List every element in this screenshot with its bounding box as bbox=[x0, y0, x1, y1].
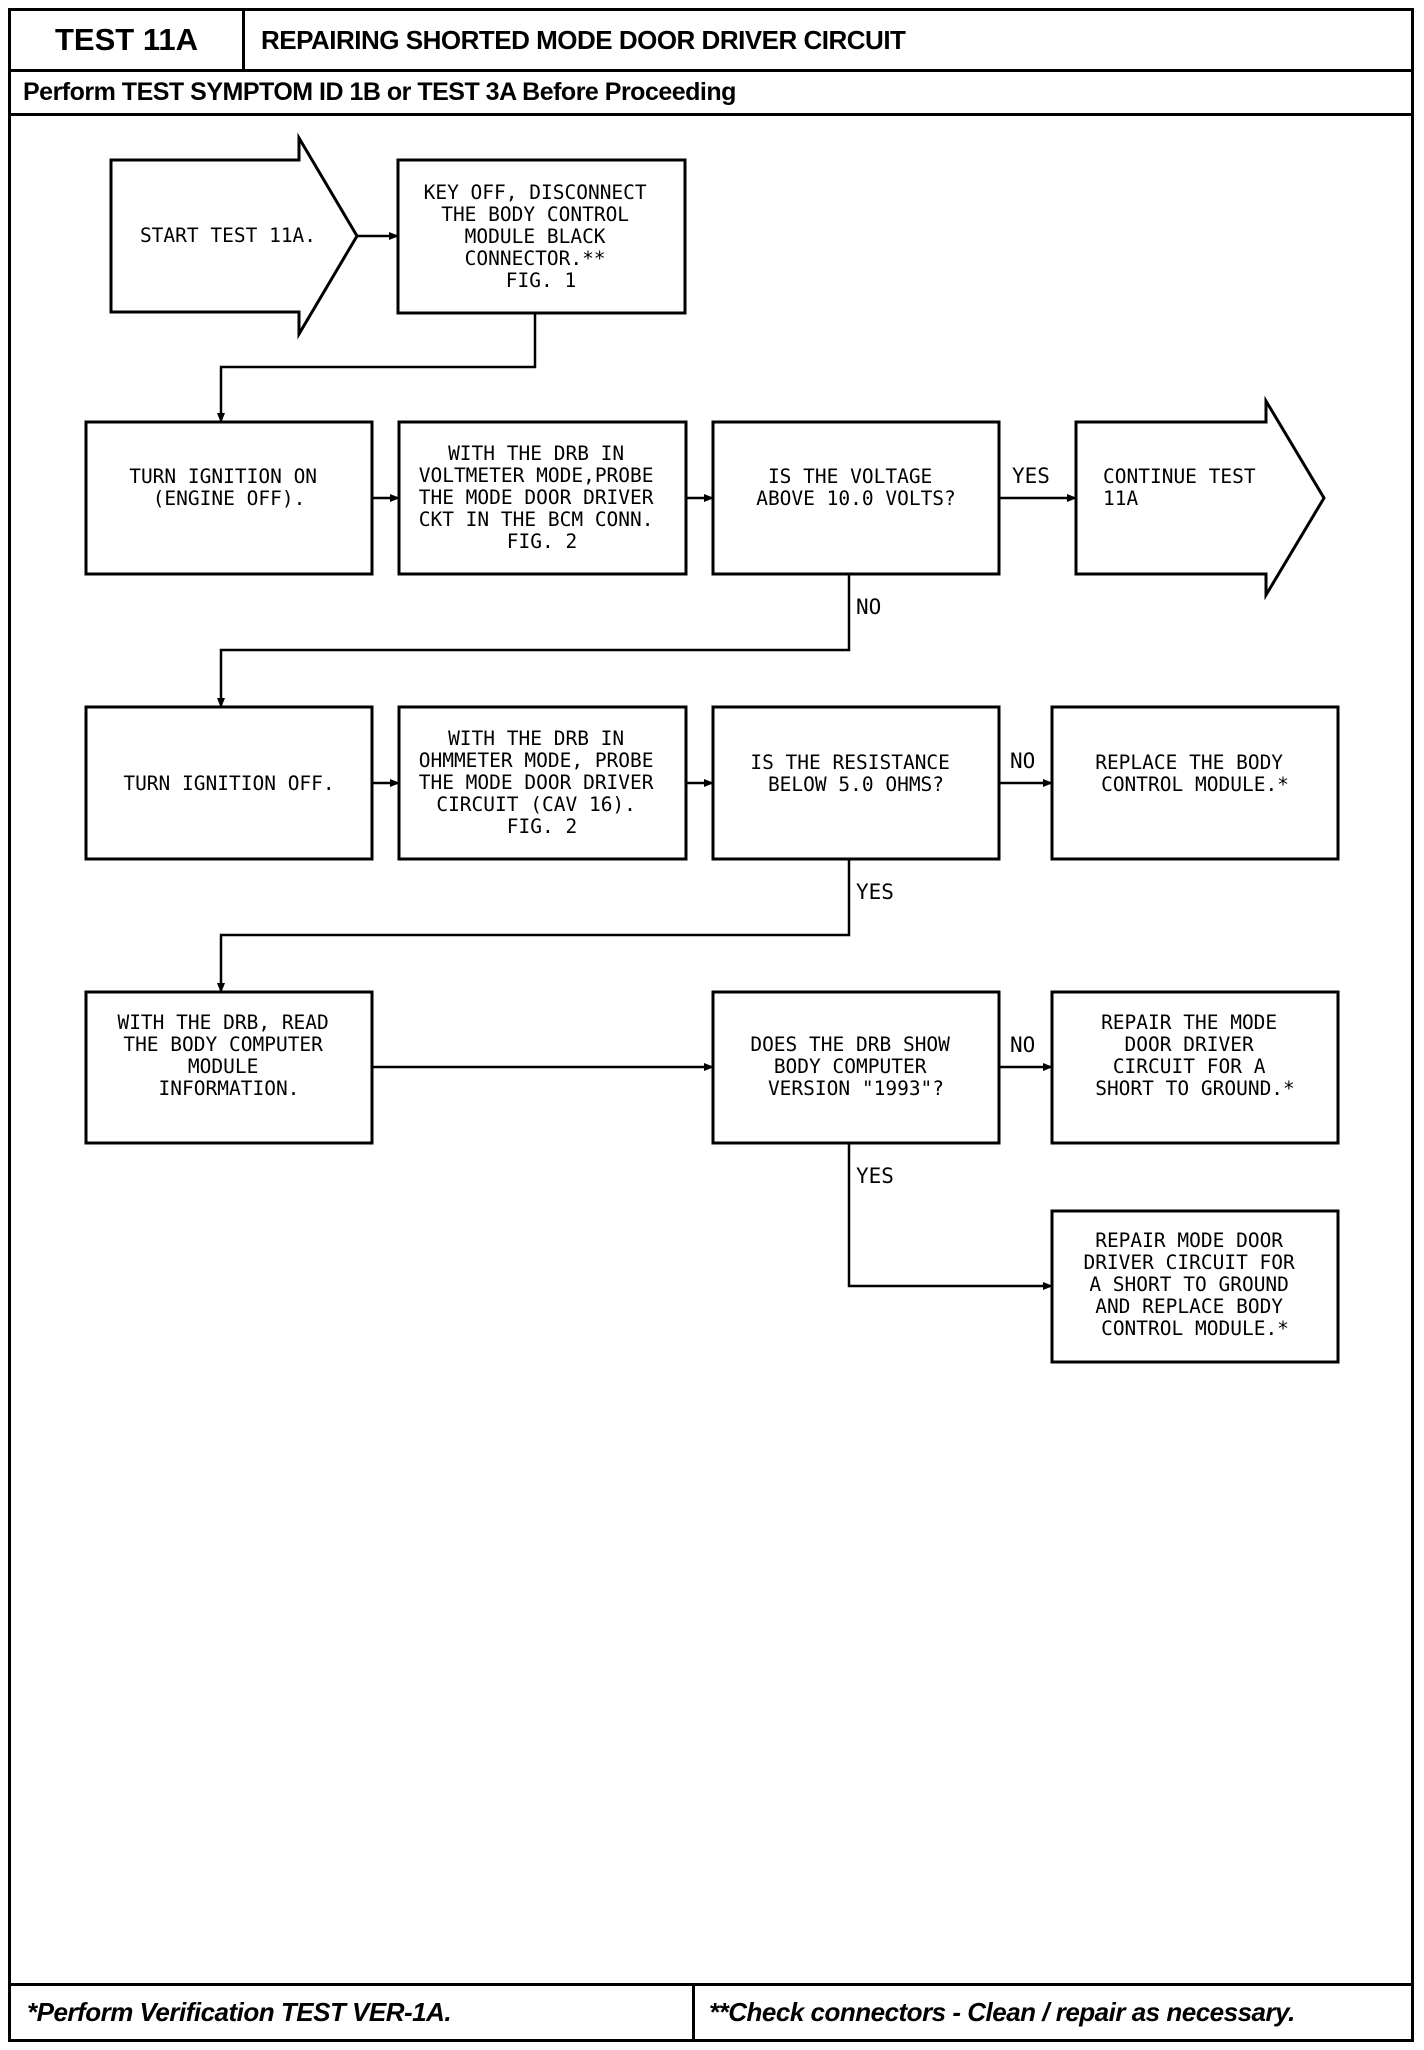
replace-bcm-text: REPLACE THE BODY CONTROL MODULE.* bbox=[1095, 751, 1295, 796]
step-voltmeter-text: WITH THE DRB IN VOLTMETER MODE,PROBE THE… bbox=[419, 442, 666, 553]
connectors bbox=[217, 232, 1077, 1290]
decision-voltage-box bbox=[711, 420, 1001, 576]
step-disconnect-text: KEY OFF, DISCONNECT THE BODY CONTROL MOD… bbox=[424, 181, 659, 292]
decision-version-box bbox=[711, 990, 1001, 1145]
prerequisite-note: Perform TEST SYMPTOM ID 1B or TEST 3A Be… bbox=[11, 72, 1411, 116]
decision-voltage-text: IS THE VOLTAGE ABOVE 10.0 VOLTS? bbox=[756, 465, 956, 510]
step-ign-off-text: TURN IGNITION OFF. bbox=[123, 772, 334, 795]
continue-text: CONTINUE TEST 11A bbox=[1103, 465, 1267, 510]
step-ohmmeter-text: WITH THE DRB IN OHMMETER MODE, PROBE THE… bbox=[419, 727, 666, 838]
step-disconnect-box bbox=[396, 158, 687, 315]
arrow-resistance-yes bbox=[217, 859, 851, 993]
step-ohmmeter-box bbox=[397, 705, 688, 861]
repair-short-box bbox=[1050, 990, 1340, 1145]
start-arrow-shape bbox=[109, 132, 359, 340]
arrow-version-yes bbox=[847, 1143, 1053, 1290]
arrow-voltage-no bbox=[217, 574, 851, 708]
footnote-verification: *Perform Verification TEST VER-1A. bbox=[11, 1986, 695, 2039]
arrow-disconnect-to-ign-on bbox=[217, 313, 537, 423]
label-no-version: NO bbox=[1010, 1033, 1035, 1057]
step-read-info-text: WITH THE DRB, READ THE BODY COMPUTER MOD… bbox=[117, 1011, 340, 1100]
label-yes-version: YES bbox=[856, 1164, 894, 1188]
footer: *Perform Verification TEST VER-1A. **Che… bbox=[11, 1983, 1411, 2039]
label-yes-resistance: YES bbox=[856, 880, 894, 904]
step-voltmeter-box bbox=[397, 420, 688, 576]
decision-version-text: DOES THE DRB SHOW BODY COMPUTER VERSION … bbox=[750, 1033, 961, 1100]
repair-short-text: REPAIR THE MODE DOOR DRIVER CIRCUIT FOR … bbox=[1095, 1011, 1295, 1100]
replace-bcm-box bbox=[1050, 705, 1340, 861]
decision-resistance-text: IS THE RESISTANCE BELOW 5.0 OHMS? bbox=[750, 751, 961, 796]
continue-arrow-shape bbox=[1074, 395, 1326, 601]
decision-resistance-box bbox=[711, 705, 1001, 861]
step-ign-on-text: TURN IGNITION ON (ENGINE OFF). bbox=[129, 465, 329, 510]
footnote-connectors: **Check connectors - Clean / repair as n… bbox=[709, 1997, 1295, 2027]
procedure-sheet: TEST 11A REPAIRING SHORTED MODE DOOR DRI… bbox=[8, 8, 1414, 2042]
label-no-resistance: NO bbox=[1010, 749, 1035, 773]
header-row: TEST 11A REPAIRING SHORTED MODE DOOR DRI… bbox=[11, 11, 1411, 72]
start-text: START TEST 11A. bbox=[140, 224, 316, 247]
test-id: TEST 11A bbox=[11, 11, 245, 69]
test-title: REPAIRING SHORTED MODE DOOR DRIVER CIRCU… bbox=[261, 24, 906, 55]
label-no-voltage: NO bbox=[856, 595, 881, 619]
repair-and-replace-text: REPAIR MODE DOOR DRIVER CIRCUIT FOR A SH… bbox=[1083, 1229, 1306, 1340]
step-ign-on-box bbox=[84, 420, 374, 576]
step-ign-off-box bbox=[84, 705, 374, 861]
label-yes-voltage: YES bbox=[1012, 464, 1050, 488]
repair-and-replace-box bbox=[1050, 1209, 1340, 1364]
step-read-info-box bbox=[84, 990, 374, 1145]
